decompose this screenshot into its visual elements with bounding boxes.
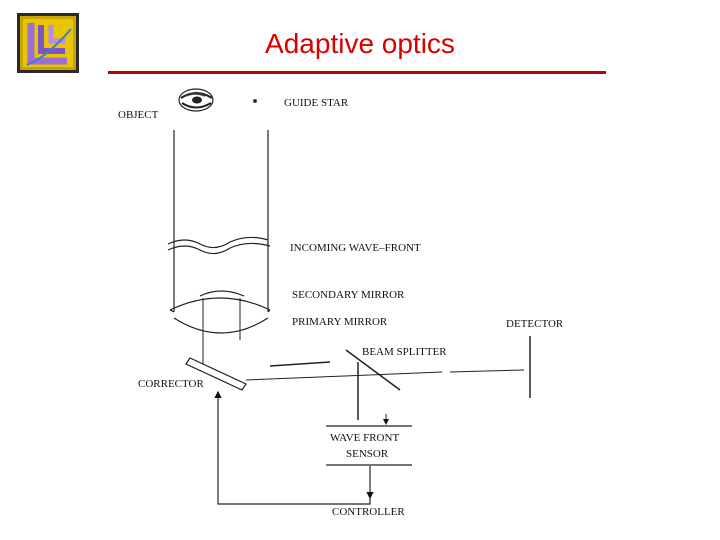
label-wavefront-sensor-line2: SENSOR bbox=[346, 448, 389, 460]
label-secondary-mirror: SECONDARY MIRROR bbox=[292, 289, 405, 301]
galaxy-icon bbox=[178, 88, 214, 112]
telescope-beam bbox=[173, 130, 269, 312]
label-beam-splitter: BEAM SPLITTER bbox=[362, 346, 447, 358]
corrector-output-ray bbox=[245, 371, 443, 381]
secondary-mirror-shape bbox=[169, 290, 271, 334]
wavefront-curve bbox=[167, 236, 271, 255]
label-object: OBJECT bbox=[118, 109, 159, 121]
label-controller: CONTROLLER bbox=[332, 506, 405, 518]
label-wavefront-sensor-line1: WAVE FRONT bbox=[330, 432, 399, 444]
wavefront-sensor-box bbox=[326, 425, 412, 466]
beam-splitter-shape bbox=[269, 349, 401, 420]
guide-star-icon bbox=[253, 99, 257, 103]
corrector-mirror bbox=[185, 357, 247, 391]
label-incoming-wavefront: INCOMING WAVE–FRONT bbox=[290, 242, 421, 254]
label-corrector: CORRECTOR bbox=[138, 378, 204, 390]
label-primary-mirror: PRIMARY MIRROR bbox=[292, 316, 388, 328]
label-guide-star: GUIDE STAR bbox=[284, 97, 349, 109]
slide-title: Adaptive optics bbox=[265, 28, 455, 59]
label-detector: DETECTOR bbox=[506, 318, 564, 330]
internal-rays bbox=[202, 298, 241, 364]
feedback-loop bbox=[214, 390, 371, 505]
llnl-logo-icon bbox=[17, 13, 79, 73]
title-underline bbox=[108, 71, 606, 74]
to-detector-ray bbox=[449, 369, 525, 373]
